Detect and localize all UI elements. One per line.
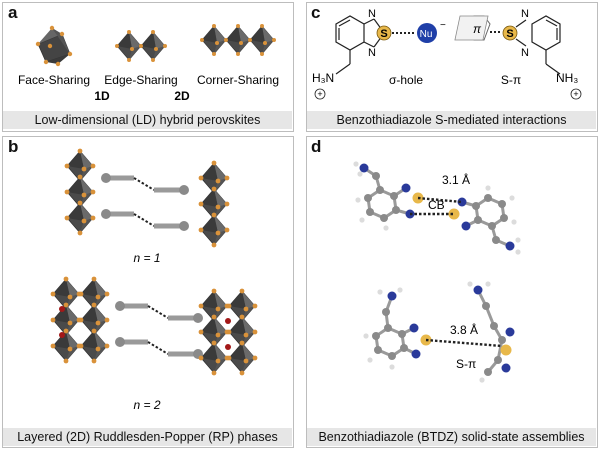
rp-n2-left-block [50, 276, 110, 364]
spi-distance-label: 3.8 Å [450, 322, 478, 337]
panel-b-caption: Layered (2D) Ruddlesden-Popper (RP) phas… [3, 428, 292, 446]
n1-label: n = 1 [133, 251, 160, 265]
panel-b-label: b [8, 137, 19, 156]
panel-d-label: d [311, 137, 322, 156]
sigma-n-bottom: N [368, 47, 376, 59]
nucleophile-label: Nu [420, 29, 433, 40]
spi-molecule [515, 15, 561, 75]
cb-contact-1 [417, 196, 463, 204]
sigma-n-top: N [368, 8, 376, 20]
spi-n-bottom: N [521, 47, 529, 59]
sigma-hole-molecule [335, 15, 383, 75]
spi-n-top: N [521, 8, 529, 20]
edge-sharing-model [114, 29, 168, 63]
panel-d [306, 136, 598, 448]
spi-plus: + [573, 89, 578, 99]
n2-label: n = 2 [133, 398, 160, 412]
pi-label: π [473, 22, 482, 36]
sigma-sulfur-atom [376, 25, 392, 41]
spi-name: S-π [501, 73, 521, 87]
rp-n1-right-column [198, 160, 230, 248]
pi-ring-fill [454, 15, 489, 41]
cb-distance-label: 3.1 Å [442, 172, 470, 187]
panel-b [2, 136, 294, 448]
spi-tag: S-π [456, 357, 476, 371]
edge-sharing-label: Edge-Sharing [104, 73, 177, 87]
corner-sharing-dim: 2D [174, 89, 190, 102]
sigma-h3n-label: H₃N [312, 71, 334, 85]
panel-c-structures: S N N Nu − H₃N + σ-hole π S N N NH₃ + S-… [312, 8, 582, 100]
sigma-hole-name: σ-hole [389, 73, 423, 87]
panel-a [2, 2, 294, 132]
edge-sharing-dim: 1D [94, 89, 110, 102]
sigma-plus: + [317, 89, 322, 99]
sigma-plus-circle [314, 88, 326, 100]
panel-a-caption: Low-dimensional (LD) hybrid perovskites [3, 111, 292, 129]
face-sharing-label: Face-Sharing [18, 73, 90, 87]
spi-s-label: S [506, 28, 513, 40]
panel-a-label: a [8, 3, 18, 22]
spi-contact [425, 338, 503, 348]
spi-nh3-label: NH₃ [556, 71, 578, 85]
nucleophile-charge: − [440, 20, 446, 31]
rp-n2-ligands [114, 300, 204, 360]
panel-d-structures: 3.1 Å CB 3.8 Å S-π [353, 161, 521, 383]
sigma-s-label: S [380, 28, 387, 40]
panel-d-caption: Benzothiadiazole (BTDZ) solid-state asse… [307, 428, 596, 446]
spi-plus-circle [570, 88, 582, 100]
corner-sharing-label: Corner-Sharing [197, 73, 279, 87]
panel-c-label: c [311, 3, 321, 22]
panel-c [306, 2, 598, 132]
panel-b-structures: n = 1 n = 2 [50, 148, 258, 412]
rp-n1-ligands [100, 172, 190, 232]
panel-c-caption: Benzothiadiazole S-mediated interactions [307, 111, 596, 129]
rp-n1-left-column [64, 148, 96, 236]
cb-tag: CB [428, 198, 445, 212]
corner-sharing-model [199, 23, 277, 57]
spi-sulfur-atom [502, 25, 518, 41]
panel-a-structures: Face-Sharing Edge-Sharing Corner-Sharing… [18, 23, 279, 102]
nucleophile-sphere [417, 23, 437, 43]
spi-dimer [374, 289, 504, 373]
rp-n2-right-block [198, 288, 258, 376]
face-sharing-model [35, 25, 73, 67]
